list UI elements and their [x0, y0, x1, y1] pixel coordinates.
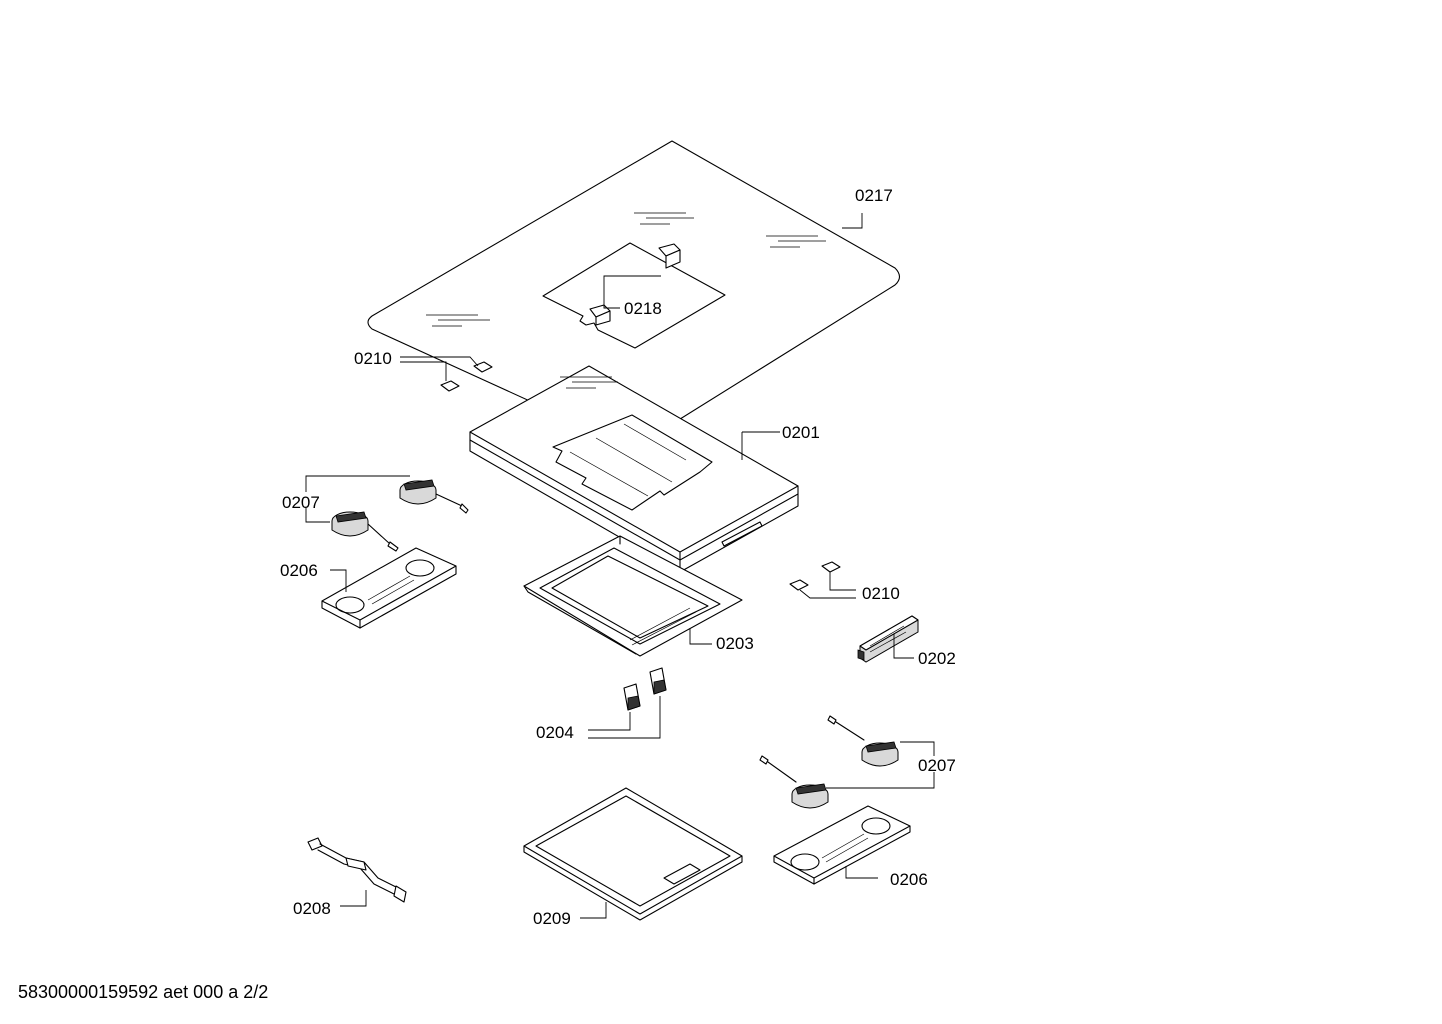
label-0209: 0209 — [533, 909, 571, 928]
part-0206-bracket-left — [321, 547, 457, 629]
part-0206-bracket-right — [773, 805, 911, 885]
label-0201: 0201 — [782, 423, 820, 442]
label-0203: 0203 — [716, 634, 754, 653]
label-0208: 0208 — [293, 899, 331, 918]
part-0201-main-frame — [469, 365, 799, 573]
document-footer-id: 58300000159592 aet 000 a 2/2 — [18, 982, 269, 1002]
label-0218: 0218 — [624, 299, 662, 318]
part-0207-knobs-left — [305, 475, 469, 552]
label-0210-right: 0210 — [862, 584, 900, 603]
part-0207-knobs-right — [759, 715, 935, 809]
label-0210-top: 0210 — [354, 349, 392, 368]
part-0204-clips — [588, 667, 667, 739]
part-0203-lower-frame — [523, 535, 743, 657]
label-0202: 0202 — [918, 649, 956, 668]
part-0210-pads-right — [789, 561, 856, 599]
label-0207-left: 0207 — [282, 493, 320, 512]
label-0206-left: 0206 — [280, 561, 318, 580]
part-0209-filter — [523, 787, 743, 921]
label-0206-right: 0206 — [890, 870, 928, 889]
part-0208-cable-harness — [307, 837, 407, 907]
label-0207-right: 0207 — [918, 756, 956, 775]
part-0202-switch-module — [857, 615, 919, 663]
part-0218-clips — [589, 243, 681, 326]
label-0204: 0204 — [536, 723, 574, 742]
part-0210-pads-top — [400, 356, 493, 392]
label-0217: 0217 — [855, 186, 893, 205]
